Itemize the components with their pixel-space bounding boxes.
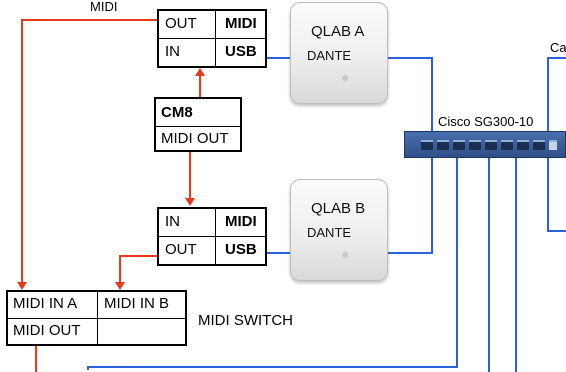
midi-wire-label: MIDI <box>90 0 118 14</box>
port-usb-label: USB <box>225 43 257 60</box>
qlab-b-name: QLAB B <box>311 200 366 217</box>
switch-port <box>469 140 481 150</box>
switch-port <box>533 140 545 150</box>
divider <box>215 209 216 264</box>
switch-port <box>421 140 433 150</box>
divider <box>156 126 240 127</box>
cm8-title: CM8 <box>161 104 193 121</box>
switch-sfp-port <box>549 140 557 150</box>
midi-interface-top: OUT MIDI IN USB <box>157 9 267 68</box>
network-switch <box>404 131 566 158</box>
arrow-head <box>115 282 125 290</box>
qlab-a-computer: QLAB A DANTE ● <box>290 2 388 104</box>
arrow-head <box>17 282 27 290</box>
divider <box>215 11 216 66</box>
qlab-b-protocol: DANTE <box>307 225 352 240</box>
divider <box>159 236 265 237</box>
arrow-head <box>195 68 205 76</box>
net-wire-right-bottom <box>547 158 566 232</box>
midi-interface-bottom: IN MIDI OUT USB <box>157 207 267 266</box>
qlab-a-name: QLAB A <box>311 23 365 40</box>
midi-wire-top-to-switch <box>21 19 157 282</box>
port-usb-label: USB <box>225 241 257 258</box>
cm8-port-label: MIDI OUT <box>161 130 229 147</box>
midi-wire-bottom-to-switch <box>119 255 157 282</box>
cm8-device: CM8 MIDI OUT <box>154 97 242 152</box>
midi-out-label: MIDI OUT <box>13 322 81 339</box>
truncated-label: Ca <box>550 40 566 55</box>
net-wire-bottom <box>87 155 458 370</box>
port-midi-label: MIDI <box>225 15 257 32</box>
midi-in-a-label: MIDI IN A <box>13 295 78 312</box>
port-out-label: OUT <box>165 241 197 258</box>
net-wire-right-top <box>547 57 566 131</box>
midi-in-b-label: MIDI IN B <box>104 295 170 312</box>
port-in-label: IN <box>165 43 180 60</box>
arrow-head <box>185 198 195 206</box>
divider <box>97 292 98 344</box>
qlab-a-protocol: DANTE <box>307 48 352 63</box>
qlab-b-computer: QLAB B DANTE ● <box>290 179 388 281</box>
port-in-label: IN <box>165 213 180 230</box>
port-midi-label: MIDI <box>225 213 257 230</box>
network-switch-label: Cisco SG300-10 <box>438 114 534 129</box>
midi-switch-device: MIDI IN A MIDI IN B MIDI OUT <box>6 290 187 346</box>
switch-port <box>437 140 449 150</box>
divider <box>159 38 265 39</box>
apple-logo-icon: ● <box>341 69 350 85</box>
apple-logo-icon: ● <box>341 246 350 262</box>
switch-port <box>501 140 513 150</box>
switch-port <box>485 140 497 150</box>
port-out-label: OUT <box>165 15 197 32</box>
switch-port <box>453 140 465 150</box>
midi-switch-label: MIDI SWITCH <box>198 312 293 329</box>
switch-port <box>517 140 529 150</box>
divider <box>8 318 185 319</box>
